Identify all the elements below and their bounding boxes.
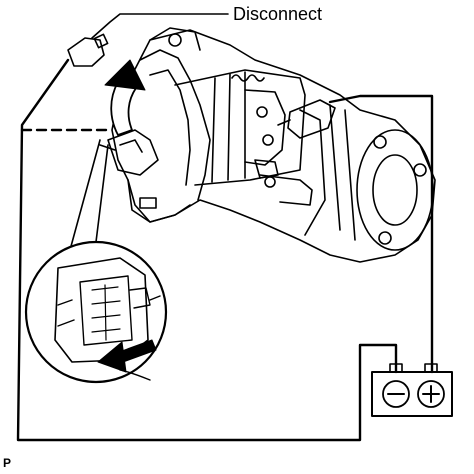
terminal-clip-jaw xyxy=(277,119,291,126)
motor-yoke xyxy=(299,109,326,236)
connector-latch xyxy=(119,139,143,153)
side-bracket xyxy=(259,174,313,206)
lead-clip-top xyxy=(67,33,109,67)
battery-neg-post xyxy=(389,363,403,373)
solenoid-bands xyxy=(211,71,246,183)
mounting-ear xyxy=(149,27,201,51)
connector-detail-callout xyxy=(24,139,168,384)
end-bolt-3 xyxy=(378,231,392,245)
lead-clip-terminal xyxy=(277,99,336,139)
terminal-clip-body xyxy=(287,99,336,139)
callout-pointer xyxy=(69,139,109,251)
minus-icon xyxy=(382,380,410,408)
connector-housing xyxy=(107,129,159,176)
detail-finger xyxy=(119,369,151,381)
terminal-stud-2 xyxy=(262,134,274,146)
positive-lead-wire xyxy=(328,94,434,374)
starter-housing-outline xyxy=(111,29,436,263)
disconnect-leader xyxy=(91,13,229,39)
battery xyxy=(371,363,453,417)
disconnect-label: Disconnect xyxy=(233,4,323,24)
figure-code: P xyxy=(3,456,12,470)
end-bolt-1 xyxy=(373,135,387,149)
drive-housing-inner xyxy=(149,69,191,186)
solenoid-cap xyxy=(244,89,286,166)
release-arrow-head xyxy=(97,341,127,373)
terminal-bolt xyxy=(254,159,279,179)
detail-connector-inner xyxy=(79,275,133,346)
plus-icon xyxy=(417,380,445,408)
detail-pins xyxy=(91,284,121,341)
solenoid-connector xyxy=(99,129,159,176)
clip-body xyxy=(67,37,105,67)
negative-lead-wire xyxy=(16,58,398,442)
lower-flange xyxy=(127,179,191,223)
disconnect-arrow-head xyxy=(104,59,146,91)
drive-housing xyxy=(139,49,211,201)
end-frame xyxy=(356,129,434,251)
mount-bolt-hole xyxy=(168,33,182,47)
solenoid-body xyxy=(174,69,306,186)
battery-body xyxy=(371,371,453,417)
terminal-stud-1 xyxy=(256,106,268,118)
starter-motor xyxy=(111,27,436,263)
end-frame-inner xyxy=(372,154,418,226)
side-bolt xyxy=(264,176,276,188)
yoke-ribs xyxy=(329,104,356,241)
battery-pos-post xyxy=(424,363,438,373)
top-spring xyxy=(231,74,265,82)
end-bolt-2 xyxy=(413,163,427,177)
flange-slot xyxy=(139,197,157,209)
clip-tip xyxy=(93,33,109,49)
detail-wires xyxy=(57,295,161,327)
detail-lock-tab xyxy=(129,287,151,309)
